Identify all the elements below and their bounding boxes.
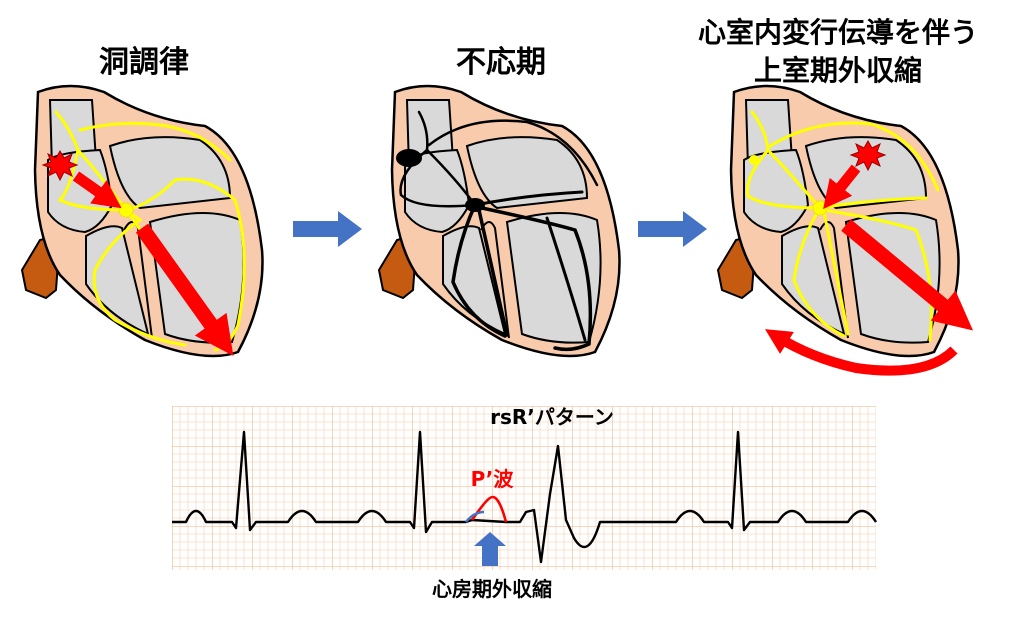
ecg-grid [172, 406, 876, 570]
ecg-trace [172, 430, 878, 564]
red-arrow-ventricular [135, 223, 234, 356]
heart-sinus-rhythm [20, 84, 264, 358]
conduction-system-refractory [399, 110, 599, 352]
ectopic-focus-burst-icon [849, 139, 887, 172]
av-node-refractory [465, 198, 485, 212]
heart-aberrant-conduction [716, 84, 974, 376]
red-arrow-ectopic [823, 164, 861, 210]
ecg-p-prime-baseline [465, 510, 485, 523]
sinus-node-burst-icon [41, 149, 79, 182]
blue-up-arrow-pac [474, 532, 506, 566]
panel-right-title-line1: 心室内変行伝導を伴う [698, 16, 978, 49]
red-arrow-delayed-rv [764, 329, 958, 376]
sa-node-refractory [396, 149, 422, 167]
panel-left-title: 洞調律 [99, 45, 189, 80]
panel-middle-title: 不応期 [456, 45, 546, 80]
ecg-p-prime-wave [470, 495, 508, 523]
blue-arrow-transition-1 [293, 211, 362, 247]
red-arrow-atrial [72, 171, 122, 209]
red-arrow-left-bundle [841, 219, 974, 331]
p-prime-wave-label: P’波 [471, 467, 515, 491]
blue-arrow-transition-2 [638, 211, 707, 247]
rsr-pattern-label: rsR’パターン [490, 405, 614, 429]
pac-label: 心房期外収縮 [432, 577, 552, 601]
heart-refractory-period [377, 84, 621, 358]
panel-right-title-line2: 上室期外収縮 [754, 54, 922, 87]
ecg-strip: rsR’パターン P’波 心房期外収縮 [172, 405, 878, 601]
